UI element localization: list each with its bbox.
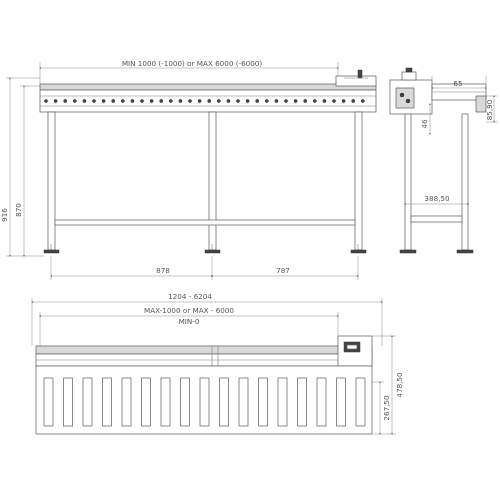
top-motor-label-plate	[346, 344, 358, 350]
roller-bolt	[351, 99, 356, 103]
roller-bolt	[332, 99, 336, 103]
side-right-leg	[461, 113, 469, 251]
height-frame-label: 870	[14, 203, 23, 217]
roller-bolt	[236, 99, 240, 103]
side-view: 65 85,90 46 388,50	[389, 67, 498, 254]
roller-bolt	[82, 99, 87, 103]
bolt	[399, 92, 405, 98]
frame-slot	[160, 377, 171, 427]
side-foot-right	[456, 249, 474, 254]
roller-bolt	[264, 99, 269, 103]
roller-bolt	[149, 99, 154, 103]
frame-slot	[277, 377, 288, 427]
roller-bolt	[245, 99, 250, 103]
depth-partial-label: 267,50	[382, 395, 391, 421]
roller-bolt	[130, 99, 135, 103]
height-total-label: 916	[0, 208, 9, 222]
frame-slot	[219, 377, 229, 427]
roller-bolt	[63, 99, 68, 103]
roller-bolt	[312, 99, 317, 103]
side-end-bracket	[475, 95, 487, 113]
roller-bolt	[274, 99, 279, 103]
min-label: MIN-0	[179, 317, 200, 326]
roller-bolt	[188, 99, 192, 103]
frame-slot	[199, 377, 210, 427]
roller-bolt	[101, 99, 106, 103]
frame-slot	[238, 377, 249, 427]
roller-bolt	[178, 99, 183, 103]
front-middle-leg	[208, 111, 217, 251]
bolt	[405, 98, 411, 104]
overall-length-label: 1204 - 6204	[168, 292, 212, 301]
roller-bolt	[120, 99, 125, 103]
length-range-label: MIN 1000 (-1000) or MAX 6000 (-6000)	[122, 59, 263, 68]
side-width-bottom-label: 388,50	[424, 194, 450, 203]
frame-slot	[316, 377, 327, 427]
frame-slot	[82, 377, 93, 427]
slot-row	[43, 377, 366, 427]
top-side-rail	[35, 345, 373, 355]
frame-slot	[336, 377, 346, 427]
roller-bolt	[360, 99, 365, 103]
drive-unit-housing	[335, 75, 377, 87]
roller-bolt	[72, 99, 77, 103]
roller-bolt	[197, 99, 202, 103]
lower-crossbar	[54, 219, 356, 226]
roller-bolt	[341, 99, 346, 103]
roller-bolt	[140, 99, 144, 103]
frame-slot	[355, 377, 366, 427]
side-motor-plate	[395, 87, 415, 109]
front-left-leg	[47, 111, 56, 251]
roller-bolt	[284, 99, 288, 103]
side-left-leg	[404, 113, 412, 251]
conveyor-length-label: MAX-1000 or MAX - 6000	[144, 306, 234, 315]
frame-slot	[180, 377, 190, 427]
depth-total-label: 478,50	[395, 372, 404, 398]
foot-left	[43, 249, 60, 254]
frame-slot	[43, 377, 54, 427]
roller-bolt	[168, 99, 173, 103]
roller-bolt	[92, 99, 96, 103]
roller-bolt	[207, 99, 212, 103]
side-motor-top	[401, 71, 417, 81]
roller-bolt	[44, 99, 48, 103]
roller-bolt	[293, 99, 298, 103]
top-view: 1204 - 6204 MAX-1000 or MAX - 6000 MIN-0…	[31, 292, 404, 435]
left-span-label: 878	[156, 266, 170, 275]
frame-slot	[102, 377, 112, 427]
frame-slot	[121, 377, 132, 427]
frame-slot	[297, 377, 307, 427]
side-foot-left	[399, 249, 417, 254]
roller-bolt	[53, 99, 58, 103]
front-right-leg	[354, 111, 363, 251]
roller-bolt	[255, 99, 260, 103]
side-crossbar	[410, 215, 463, 223]
roller-bolt	[216, 99, 221, 103]
side-knob	[405, 67, 413, 73]
roller-bolt	[159, 99, 164, 103]
foot-middle	[204, 249, 221, 254]
roller-row	[44, 99, 365, 103]
side-height-label: 85,90	[485, 99, 494, 120]
conveyor-top-rail	[39, 83, 377, 91]
front-view: MIN 1000 (-1000) or MAX 6000 (-6000) 916	[0, 59, 377, 280]
side-46-label: 46	[420, 119, 429, 129]
roller-bolt	[303, 99, 308, 103]
roller-bolt	[226, 99, 231, 103]
frame-slot	[141, 377, 151, 427]
roller-bolt	[111, 99, 116, 103]
roller-bolt	[322, 99, 327, 103]
foot-right	[350, 249, 367, 254]
frame-slot	[63, 377, 73, 427]
motor-knob	[357, 69, 363, 79]
frame-slot	[258, 377, 268, 427]
side-width-top-label: 65	[453, 79, 462, 88]
right-span-label: 787	[276, 266, 290, 275]
